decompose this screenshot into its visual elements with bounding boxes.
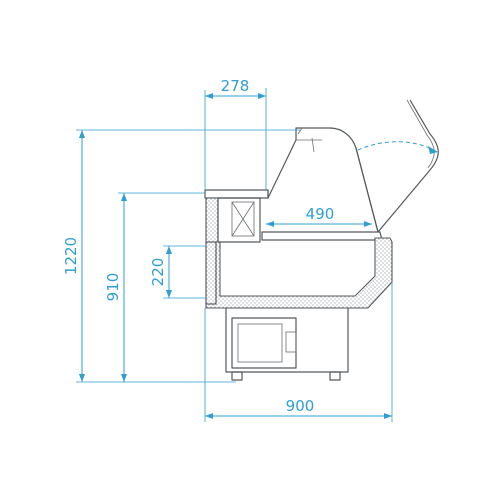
dimension-depth-top-label: 278 bbox=[221, 77, 250, 95]
cabinet bbox=[204, 99, 439, 381]
dimension-width-base: 900 bbox=[204, 282, 393, 422]
dimension-height-counter-label: 910 bbox=[104, 273, 122, 302]
front-glass-open bbox=[377, 99, 439, 233]
dimension-height-counter: 910 bbox=[104, 192, 205, 382]
insulated-tub bbox=[205, 237, 393, 309]
dimension-height-total: 1220 bbox=[62, 129, 300, 383]
front-glass bbox=[355, 147, 379, 233]
foot-left bbox=[231, 371, 243, 381]
dimension-height-total-label: 1220 bbox=[62, 237, 80, 275]
rear-worktop bbox=[204, 189, 269, 199]
drawer-panel bbox=[205, 241, 217, 305]
glass-opening-arrow bbox=[357, 141, 438, 154]
dimension-depth-top: 278 bbox=[204, 77, 267, 190]
rear-wall bbox=[205, 197, 219, 243]
dimension-width-base-label: 900 bbox=[286, 397, 315, 415]
foot-right bbox=[329, 371, 341, 381]
canopy-frame bbox=[267, 127, 379, 233]
dimension-depth-shelf-label: 490 bbox=[306, 205, 335, 223]
display-deck bbox=[261, 231, 383, 241]
dimension-height-drawer-label: 220 bbox=[149, 258, 167, 287]
dimension-depth-shelf: 490 bbox=[266, 205, 372, 227]
rear-compartment bbox=[217, 197, 261, 243]
dimension-height-drawer: 220 bbox=[149, 245, 206, 299]
base-cabinet bbox=[225, 308, 349, 373]
rear-compartment-inner bbox=[231, 201, 255, 237]
